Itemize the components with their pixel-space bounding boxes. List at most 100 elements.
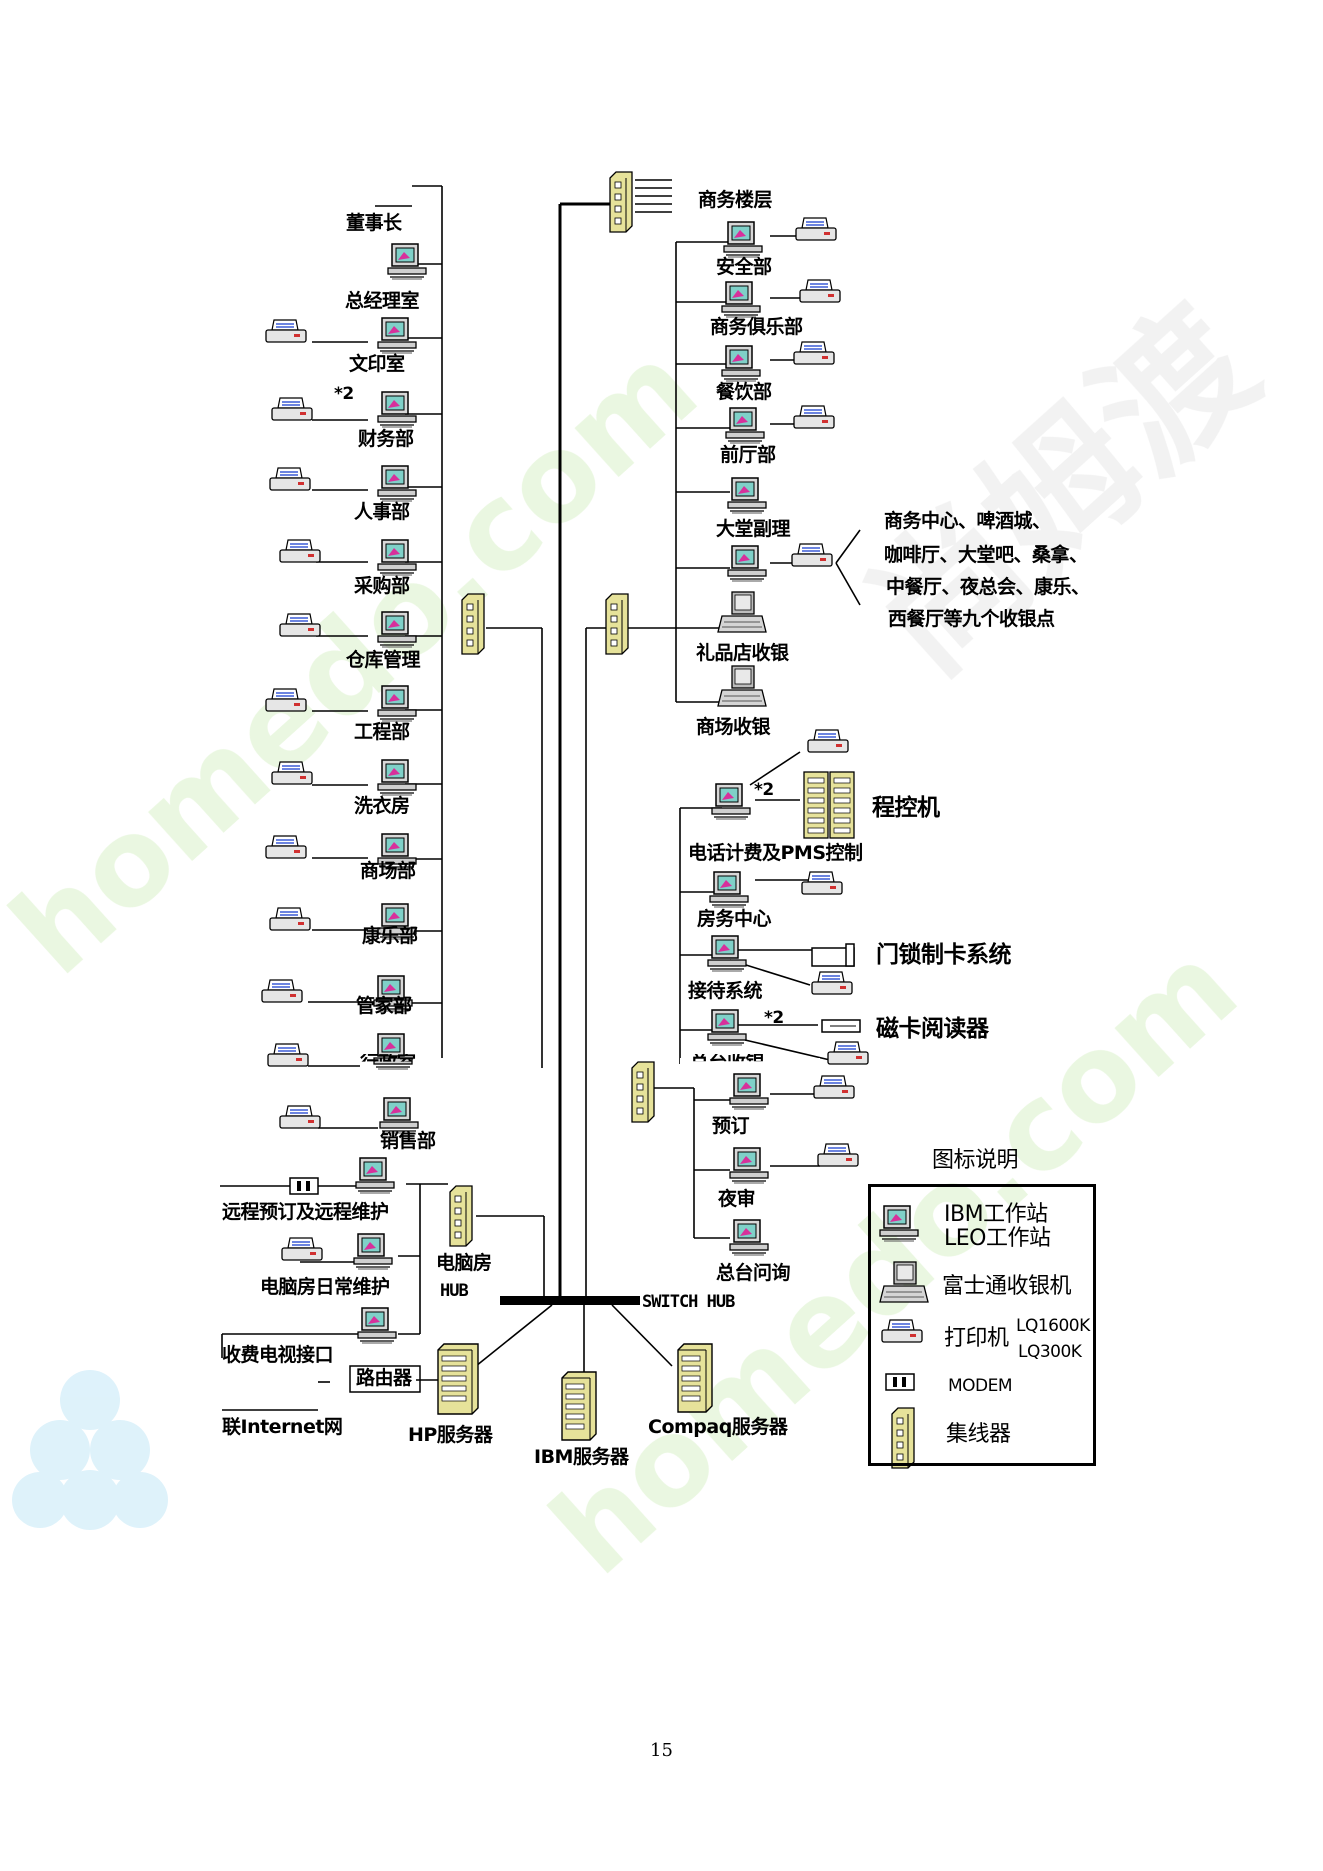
hub-left [461,593,485,655]
label-qiantingbu: 前厅部 [720,444,776,466]
label-shangwu-louceng: 商务楼层 [698,189,773,211]
label-guanjiabu: 管家部 [356,995,412,1017]
label-renshibu: 人事部 [354,501,410,523]
ws-datang [727,477,767,514]
label-compaq: Compaq服务器 [648,1416,788,1438]
ws-julebu [721,281,761,318]
label-dianshi: 收费电视接口 [222,1344,334,1366]
ws-yeshen [729,1147,769,1184]
ws-xiyifang [377,759,417,796]
ws-canyinbu [721,345,761,382]
printer-caiwubu [271,397,313,421]
printer-xiyifang [271,761,313,785]
legend-pos: 富士通收银机 [942,1274,1072,1299]
printer-qiantingbu [793,405,835,429]
printer-wenyinshi [265,319,307,343]
label-zongjingli: 总经理室 [345,290,420,312]
label-ibm: IBM服务器 [534,1446,629,1468]
label-dianhua: 电话计费及PMS控制 [688,842,863,864]
label-switch: SWITCH HUB [642,1292,735,1312]
label-chengkongji: 程控机 [872,795,940,821]
doorlock-icon [811,943,855,967]
printer-guanjiabu [261,979,303,1003]
printer-cangku [279,613,321,637]
legend-modem-icon [885,1373,915,1391]
ws-gongchengbu [377,685,417,722]
printer-xiaoshoubu [279,1105,321,1129]
label-star-caiwu: *2 [334,384,354,404]
legend-ws-line1: IBM工作站 [944,1202,1048,1227]
ws-weihu [353,1233,393,1270]
label-dongshizhang: 董事长 [346,212,402,234]
label-caiwubu: 财务部 [358,428,414,450]
legend-hub-icon [891,1407,915,1469]
printer-kanglebu [269,907,311,931]
ws-fangwu [709,871,749,908]
ws-xingzheng [373,1033,413,1070]
label-shouyin-note-1: 商务中心、啤酒城、 [884,510,1051,532]
printer-zongtai [827,1041,869,1065]
legend-title: 图标说明 [932,1148,1019,1173]
label-canyinbu: 餐饮部 [716,381,772,403]
legend-pos-icon [879,1261,929,1303]
legend-printer: 打印机 [944,1326,1009,1351]
printer-caigoubu [279,539,321,563]
printer-dianhua [807,729,849,753]
legend-printer-m2: LQ300K [1018,1342,1082,1362]
label-hp: HP服务器 [408,1424,493,1446]
printer-fangwu [801,871,843,895]
pos-shangchang [717,665,767,707]
label-shangchang-shouyin: 商场收银 [696,716,771,738]
ws-anquanbu [723,221,763,258]
legend-workstation-icon [879,1205,919,1242]
label-lipin: 礼品店收银 [696,642,789,664]
ws-cangku [377,611,417,648]
label-star-dianhua: *2 [754,780,774,800]
label-star-zongtai: *2 [764,1008,784,1028]
label-fangwu: 房务中心 [697,908,772,930]
ws-dianhua [711,783,751,820]
ws-renshibu [377,465,417,502]
modem-yuancheng [289,1177,319,1195]
label-luyouqi: 路由器 [356,1367,412,1389]
hub-right-lower [631,1061,655,1123]
page-number: 15 [650,1740,673,1761]
hub-shangwu [609,171,633,233]
printer-weihu [281,1237,323,1261]
ws-kanglebu [377,903,417,940]
printer-anquanbu [795,217,837,241]
ws-caigoubu [377,539,417,576]
label-shouyin-note-2: 咖啡厅、大堂吧、桑拿、 [884,544,1088,566]
router-icon [349,1365,421,1393]
ws-zongtai-wenxun [729,1219,769,1256]
legend-printer-m1: LQ1600K [1016,1316,1090,1336]
label-shouyin-note-4: 西餐厅等九个收银点 [888,608,1055,630]
legend-modem: MODEM [948,1376,1013,1396]
label-mensuo: 门锁制卡系统 [876,942,1012,968]
label-cika: 磁卡阅读器 [876,1016,989,1042]
ws-zongtai [707,1009,747,1046]
label-yuding: 预订 [712,1115,750,1137]
cardreader-icon [821,1019,861,1033]
printer-xingzheng [267,1043,309,1067]
label-diannaofang: 电脑房 [436,1252,492,1274]
label-shouyin-note-3: 中餐厅、夜总会、康乐、 [886,576,1090,598]
ws-yuancheng [355,1157,395,1194]
pbx-chengkongji [803,771,855,839]
label-zongtai-wenxun: 总台问询 [716,1262,791,1284]
label-weihu: 电脑房日常维护 [260,1276,390,1298]
ws-shangchangbu [377,833,417,870]
label-shangchangbu: 商场部 [360,860,416,882]
label-zongtai-shouyin: 总台收银 [690,1054,764,1061]
printer-jiedai [811,971,853,995]
label-kanglebu: 康乐部 [362,925,418,947]
ws-jiedai [707,935,747,972]
legend-box [868,1184,1096,1466]
ws-zongjingli [387,243,427,280]
label-gongchengbu: 工程部 [354,721,410,743]
legend-hub: 集线器 [946,1422,1011,1447]
